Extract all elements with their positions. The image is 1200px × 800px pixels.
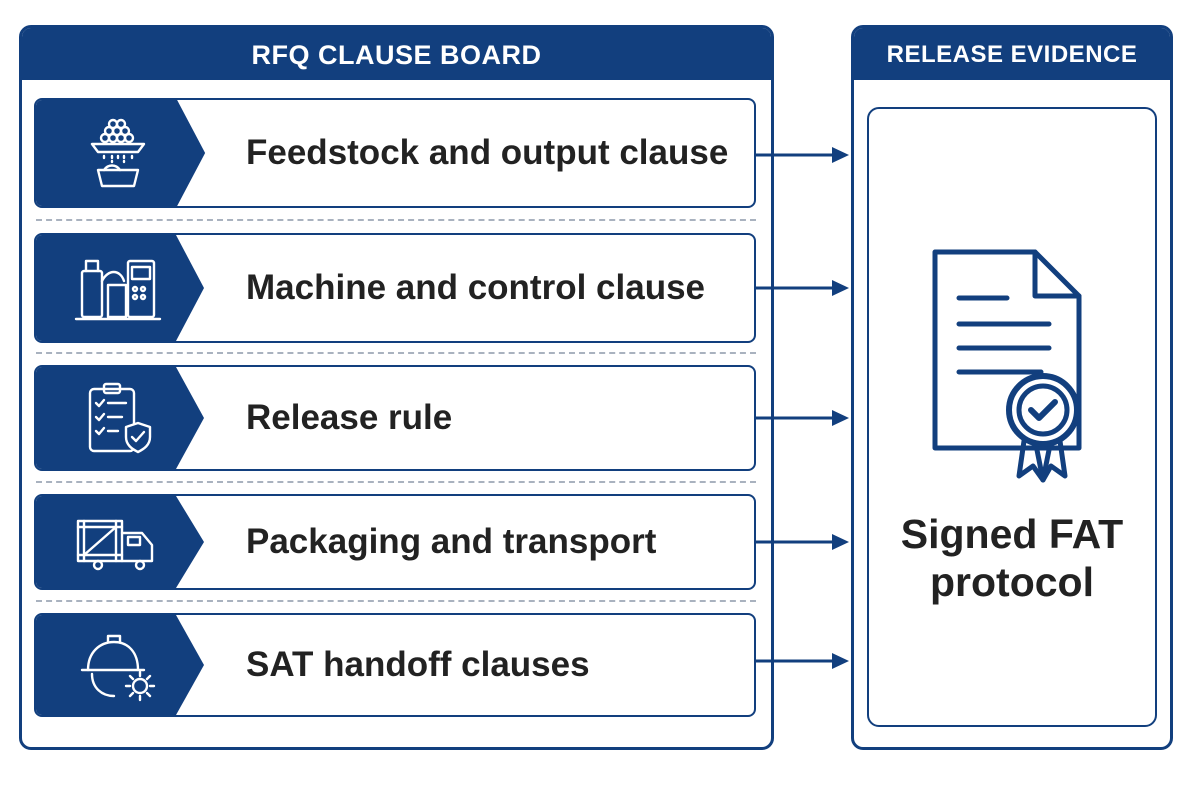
machine-control-icon — [74, 259, 162, 321]
clause-row-feedstock[interactable]: Feedstock and output clause — [34, 98, 756, 208]
clause-label: Machine and control clause — [246, 268, 705, 307]
row-tab — [36, 235, 216, 341]
clause-label: Feedstock and output clause — [246, 133, 729, 172]
row-tab — [36, 615, 216, 715]
row-tab — [36, 496, 216, 588]
clause-row-sat-handoff[interactable]: SAT handoff clauses — [34, 613, 756, 717]
connector-arrow — [754, 280, 849, 296]
row-separator — [36, 219, 756, 221]
connector-arrow — [754, 534, 849, 550]
row-tab — [36, 367, 216, 469]
feedstock-hopper-icon — [90, 118, 146, 188]
connector-arrow — [754, 410, 849, 426]
clause-label: Packaging and transport — [246, 522, 657, 561]
clause-label: SAT handoff clauses — [246, 645, 590, 684]
crate-truck-icon — [76, 519, 154, 571]
clause-row-release-rule[interactable]: Release rule — [34, 365, 756, 471]
hardhat-gear-icon — [80, 634, 156, 702]
row-separator — [36, 600, 756, 602]
signed-document-icon — [932, 249, 1082, 483]
board-title: RFQ CLAUSE BOARD — [22, 28, 771, 80]
clause-label: Release rule — [246, 398, 453, 437]
connector-arrow — [754, 653, 849, 669]
row-separator — [36, 481, 756, 483]
row-separator — [36, 352, 756, 354]
checklist-shield-icon — [88, 382, 152, 454]
clause-row-packaging[interactable]: Packaging and transport — [34, 494, 756, 590]
connector-arrow — [754, 147, 849, 163]
evidence-label: Signed FAT protocol — [900, 511, 1124, 605]
evidence-title: RELEASE EVIDENCE — [854, 28, 1170, 80]
clause-row-machine[interactable]: Machine and control clause — [34, 233, 756, 343]
row-tab — [36, 100, 216, 206]
